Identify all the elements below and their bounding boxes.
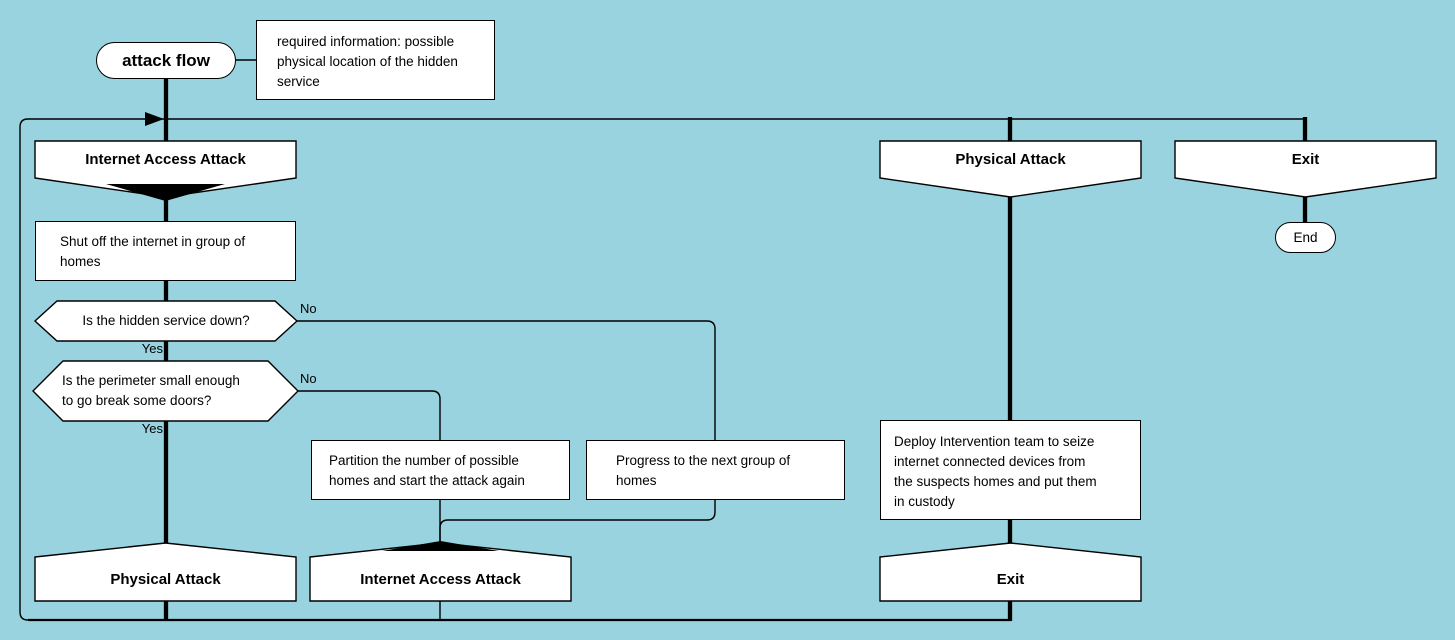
hidden-service-down-decision-shape[interactable]	[33, 300, 299, 342]
partition-homes-box[interactable]: Partition the number of possible homes a…	[311, 440, 570, 500]
perimeter-question-line: Is the perimeter small enough	[62, 373, 240, 388]
edge-label-yes-perimeter: Yes	[141, 421, 163, 436]
perimeter-small-question: Is the perimeter small enough to go brea…	[62, 361, 274, 421]
physical-attack-top-shape[interactable]	[879, 140, 1142, 198]
end-node[interactable]: End	[1275, 222, 1336, 253]
note-line: service	[277, 74, 320, 89]
edge-label-yes-hidden-service: Yes	[141, 341, 163, 356]
note-line: physical location of the hidden	[277, 54, 458, 69]
edge-label-no-hidden-service: No	[300, 301, 317, 316]
deploy-line: Deploy Intervention team to seize	[894, 434, 1095, 449]
perimeter-question-line: to go break some doors?	[62, 393, 212, 408]
attack-flow-start-node[interactable]: attack flow	[96, 42, 236, 79]
flow-arrowhead-icon	[145, 112, 164, 126]
shut-off-line: Shut off the internet in group of	[60, 234, 246, 249]
note-line: required information: possible	[277, 34, 455, 49]
internet-access-attack-top-shape[interactable]	[34, 140, 297, 198]
attack-flow-label: attack flow	[122, 50, 210, 70]
progress-line: homes	[616, 473, 657, 488]
edge-no-hidden-service	[297, 320, 716, 441]
deploy-intervention-box[interactable]: Deploy Intervention team to seize intern…	[880, 420, 1141, 520]
progress-line: Progress to the next group of	[616, 453, 791, 468]
exit-bottom-title: Exit	[996, 570, 1025, 588]
exit-top-title: Exit	[1291, 151, 1320, 168]
deploy-line: in custody	[894, 494, 955, 509]
end-label: End	[1293, 230, 1318, 245]
deploy-line: the suspects homes and put them	[894, 474, 1097, 489]
partition-line: homes and start the attack again	[329, 473, 525, 488]
down-arrow-marker-icon	[106, 184, 225, 201]
perimeter-small-decision-shape[interactable]	[32, 360, 299, 422]
exit-bottom-shape[interactable]	[879, 542, 1142, 602]
up-arrow-marker-icon	[382, 541, 499, 551]
internet-access-attack-top-title: Internet Access Attack	[85, 151, 246, 168]
required-info-note[interactable]: required information: possible physical …	[256, 20, 495, 100]
partition-line: Partition the number of possible	[329, 453, 519, 468]
shut-off-line: homes	[60, 254, 101, 269]
progress-next-group-box[interactable]: Progress to the next group of homes	[586, 440, 845, 500]
shut-off-internet-box[interactable]: Shut off the internet in group of homes	[35, 221, 296, 281]
loop-border-connector	[19, 118, 1305, 621]
physical-attack-top-title: Physical Attack	[955, 151, 1066, 168]
edge-progress-to-iaa	[439, 499, 716, 543]
physical-attack-bottom-title: Physical Attack	[110, 570, 221, 588]
deploy-line: internet connected devices from	[894, 454, 1086, 469]
hidden-service-down-question: Is the hidden service down?	[82, 313, 250, 328]
physical-attack-bottom-shape[interactable]	[34, 542, 297, 602]
edge-no-perimeter	[298, 390, 441, 441]
internet-access-attack-bottom-title: Internet Access Attack	[360, 570, 521, 588]
exit-top-shape[interactable]	[1174, 140, 1437, 198]
edge-label-no-perimeter: No	[300, 371, 317, 386]
